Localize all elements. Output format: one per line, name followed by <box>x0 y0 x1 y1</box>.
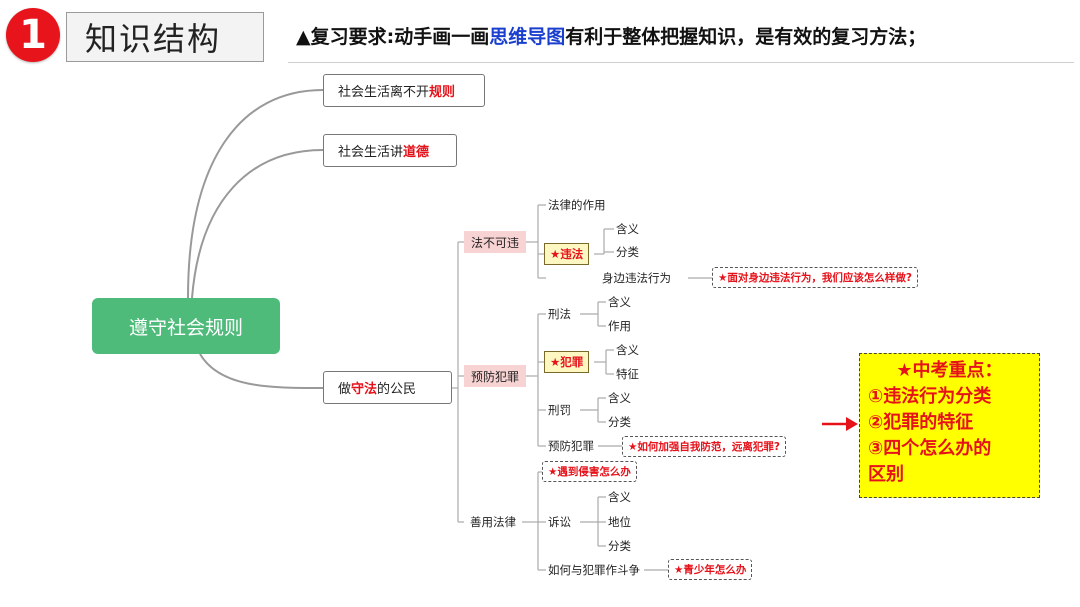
branch-morality: 社会生活讲道德 <box>323 134 457 167</box>
exam-focus-point-1: ①违法行为分类 <box>868 386 992 407</box>
page-title: 知识结构 <box>66 12 264 62</box>
exam-focus-title: ★中考重点： <box>896 360 1003 381</box>
note-youth: ★青少年怎么办 <box>668 559 753 580</box>
lawsuit-child-2: 地位 <box>608 515 631 529</box>
arrow-to-focus <box>822 417 858 431</box>
requirement-suffix: 有利于整体把握知识，是有效的复习方法； <box>565 26 927 48</box>
branch-law: 做守法的公民 <box>323 371 452 404</box>
root-to-morality-connector <box>191 149 324 299</box>
violation-child-2: 分类 <box>616 245 639 259</box>
crime-child-2: 特征 <box>616 367 639 381</box>
exam-focus-box: ★中考重点： ①违法行为分类 ②犯罪的特征 ③四个怎么办的 区别 <box>859 353 1040 498</box>
node-penalty: 刑罚 <box>548 403 571 417</box>
node-nearby-violation: 身边违法行为 <box>602 271 671 285</box>
crime-child-1: 含义 <box>616 343 639 357</box>
branch-law-post: 的公民 <box>377 382 417 397</box>
exam-focus-point-4: 区别 <box>868 464 904 485</box>
review-requirement: ▲复习要求:动手画一画思维导图有利于整体把握知识，是有效的复习方法； <box>296 22 926 49</box>
branch-rules-highlight: 规则 <box>429 85 456 100</box>
note-prevent-crime: ★如何加强自我防范，远离犯罪? <box>622 436 787 457</box>
branch-morality-highlight: 道德 <box>403 145 430 160</box>
lawsuit-child-1: 含义 <box>608 490 631 504</box>
node-law-role: 法律的作用 <box>548 198 606 212</box>
node-fight-crime: 如何与犯罪作斗争 <box>548 563 640 577</box>
node-lawsuit: 诉讼 <box>548 515 571 529</box>
node-crime: ★犯罪 <box>544 351 590 373</box>
note-harm: ★遇到侵害怎么办 <box>542 461 637 482</box>
branch-morality-text: 社会生活讲 <box>338 145 404 160</box>
root-to-rules-connector <box>187 89 324 299</box>
exam-focus-point-3: ③四个怎么办的 <box>868 438 992 459</box>
mindmap-root: 遵守社会规则 <box>92 298 280 354</box>
node-violation: ★违法 <box>544 243 590 265</box>
criminal-law-child-1: 含义 <box>608 295 631 309</box>
node-criminal-law: 刑法 <box>548 307 571 321</box>
node-prevent-item: 预防犯罪 <box>548 439 594 453</box>
branch-law-pre: 做 <box>338 382 352 397</box>
section-number-badge: 1 <box>6 8 60 62</box>
branch-rules-text: 社会生活离不开 <box>338 85 430 100</box>
node-prevent-crime: 预防犯罪 <box>464 365 527 387</box>
requirement-highlight: 思维导图 <box>489 26 566 48</box>
note-nearby-violation: ★面对身边违法行为，我们应该怎么样做? <box>712 267 919 288</box>
criminal-law-child-2: 作用 <box>608 319 631 333</box>
branch-rules: 社会生活离不开规则 <box>323 74 485 107</box>
violation-child-1: 含义 <box>616 222 639 236</box>
requirement-prefix: ▲复习要求:动手画一画 <box>296 26 490 48</box>
root-to-law-connector <box>199 353 324 389</box>
lawsuit-child-3: 分类 <box>608 539 631 553</box>
penalty-child-1: 含义 <box>608 391 631 405</box>
penalty-child-2: 分类 <box>608 415 631 429</box>
branch-law-highlight: 守法 <box>351 382 378 397</box>
node-fbkw: 法不可违 <box>464 231 527 253</box>
exam-focus-point-2: ②犯罪的特征 <box>868 412 974 433</box>
header-divider <box>288 62 1074 63</box>
node-use-law: 善用法律 <box>470 515 516 529</box>
